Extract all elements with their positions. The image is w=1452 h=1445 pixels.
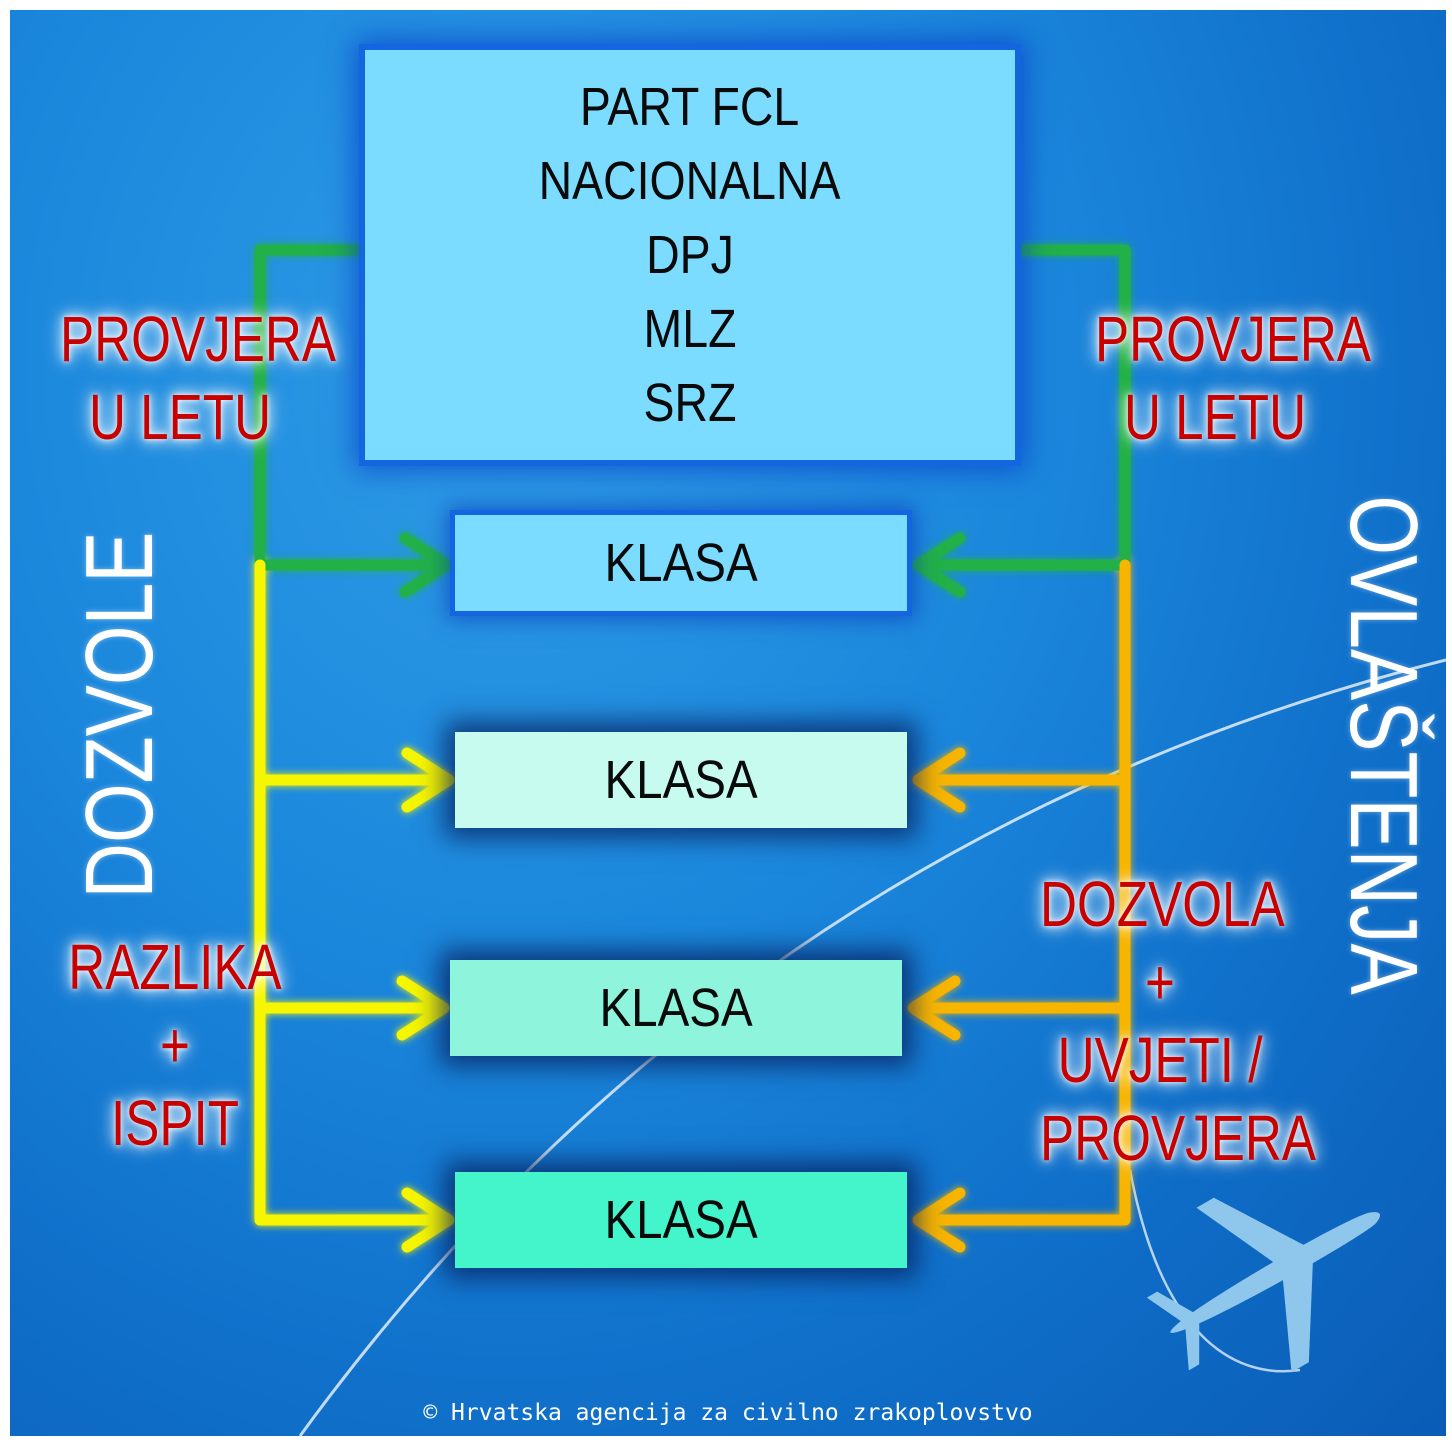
left-green-connector xyxy=(254,244,451,571)
label-line: U LETU xyxy=(88,381,272,453)
top-box-line: SRZ xyxy=(643,373,737,433)
copyright-notice: © Hrvatska agencija za civilno zrakoplov… xyxy=(423,1400,1033,1426)
flight-path-curve xyxy=(298,658,1446,1436)
class-box-label: KLASA xyxy=(604,533,758,593)
ratings-vertical-label: OVLAŠTENJA xyxy=(1330,495,1437,994)
flight-path-curve-lower xyxy=(1128,1169,1301,1373)
top-box-line: PART FCL xyxy=(580,77,800,137)
right-green-connector xyxy=(914,244,1131,571)
right-green-arrowhead xyxy=(912,532,966,598)
left-green-arrowhead xyxy=(399,532,453,598)
label-line: PROVJERA xyxy=(1040,1102,1316,1174)
difference-exam-label: RAZLIKA + ISPIT xyxy=(63,928,287,1162)
label-line: ISPIT xyxy=(110,1087,240,1159)
class-box-2: KLASA xyxy=(455,732,907,828)
license-conditions-label: DOZVOLA + UVJETI / PROVJERA xyxy=(1040,865,1316,1177)
left-yellow-arrowhead-4 xyxy=(401,1187,455,1253)
label-line: UVJETI / xyxy=(1057,1024,1263,1096)
label-line: + xyxy=(1145,946,1175,1018)
left-yellow-arrowhead-2 xyxy=(401,747,455,813)
label-line: U LETU xyxy=(1123,381,1307,453)
class-box-label: KLASA xyxy=(599,978,753,1038)
diagram-canvas: PART FCL NACIONALNA DPJ MLZ SRZ KLASA KL… xyxy=(10,10,1446,1436)
right-orange-arrowhead-4 xyxy=(912,1187,966,1253)
label-line: PROVJERA xyxy=(1095,303,1371,375)
top-box-line: NACIONALNA xyxy=(539,151,841,211)
label-line: RAZLIKA xyxy=(68,931,282,1003)
top-box-line: MLZ xyxy=(643,299,737,359)
label-line: PROVJERA xyxy=(60,303,336,375)
class-box-4: KLASA xyxy=(455,1172,907,1268)
license-types-box: PART FCL NACIONALNA DPJ MLZ SRZ xyxy=(365,50,1015,460)
airplane-icon xyxy=(1146,1197,1381,1373)
label-line: + xyxy=(160,1009,190,1081)
class-box-1: KLASA xyxy=(455,515,907,611)
right-orange-arrowhead-2 xyxy=(912,747,966,813)
label-line: DOZVOLA xyxy=(1040,868,1285,940)
right-flight-check-label: PROVJERA U LETU xyxy=(1095,300,1371,456)
connector-layer xyxy=(254,244,1446,1436)
class-box-3: KLASA xyxy=(450,960,902,1056)
left-yellow-arrowhead-3 xyxy=(396,975,450,1041)
left-flight-check-label: PROVJERA U LETU xyxy=(60,300,336,456)
class-box-label: KLASA xyxy=(604,1190,758,1250)
right-orange-arrowhead-3 xyxy=(907,975,961,1041)
vertical-label-text: OVLAŠTENJA xyxy=(1330,495,1437,995)
top-box-line: DPJ xyxy=(646,225,734,285)
vertical-label-text: DOZVOLE xyxy=(66,531,173,899)
licenses-vertical-label: DOZVOLE xyxy=(66,531,173,898)
class-box-label: KLASA xyxy=(604,750,758,810)
